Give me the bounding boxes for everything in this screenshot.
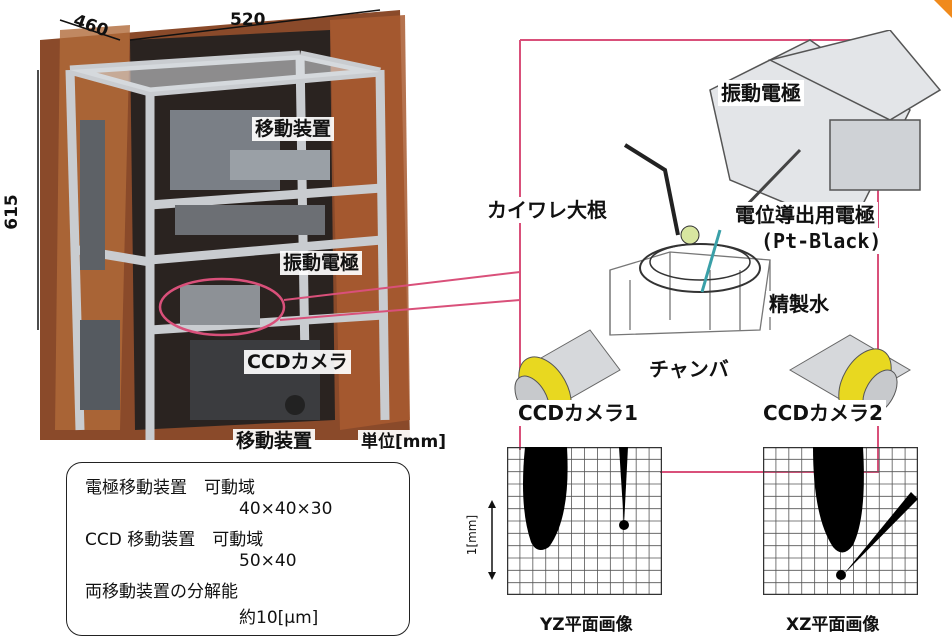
spec-ccd-range: 50×40 [239,551,297,571]
xz-root-tip [813,447,864,553]
spec-electrode-device: 電極移動装置 可動域 [85,478,255,498]
label-ccd-camera: CCDカメラ [244,350,351,374]
spec-resolution-title: 両移動装置の分解能 [85,582,238,602]
unit-label: 単位[mm] [358,430,449,454]
yz-caption: YZ平面画像 [540,615,633,635]
xz-caption: XZ平面画像 [786,615,880,635]
label-vibrating-electrode: 振動電極 [280,251,363,275]
apparatus-photo [0,0,420,460]
label-potential-electrode: 電位導出用電極 [732,202,878,228]
scale-label: 1[mm] [465,514,480,556]
label-vibrating-electrode-diagram: 振動電極 [718,80,804,106]
yz-plane-image [507,447,662,595]
label-ccd-camera-2: CCDカメラ2 [760,400,886,426]
spec-box: 電極移動装置 可動域 40×40×30 CCD 移動装置 可動域 50×40 両… [66,462,410,636]
label-purified-water: 精製水 [766,291,832,317]
spec-ccd-device: CCD 移動装置 可動域 [85,530,264,550]
ccd-camera-2-drawing [789,334,911,416]
spec-resolution-value: 約10[μm] [239,608,319,628]
spec-electrode-range: 40×40×30 [239,499,333,519]
xz-plane-image [763,447,918,595]
label-ccd-camera-1: CCDカメラ1 [515,400,641,426]
label-pt-black: (Pt-Black) [758,228,885,254]
label-moving-device-top: 移動装置 [252,117,335,141]
label-chamber: チャンバ [646,356,732,382]
label-radish: カイワレ大根 [484,197,610,223]
xz-electrode [843,492,918,575]
dimension-520: 520 [230,10,266,30]
label-moving-device-bottom: 移動装置 [233,429,316,453]
radish-stem [623,143,680,236]
chamber-drawing [609,243,771,336]
yz-electrode [619,447,628,525]
corner-marker-right [934,0,952,18]
scale-bar [488,500,496,580]
yz-root-tip [523,447,568,551]
vibrating-electrode-drawing [709,30,942,231]
